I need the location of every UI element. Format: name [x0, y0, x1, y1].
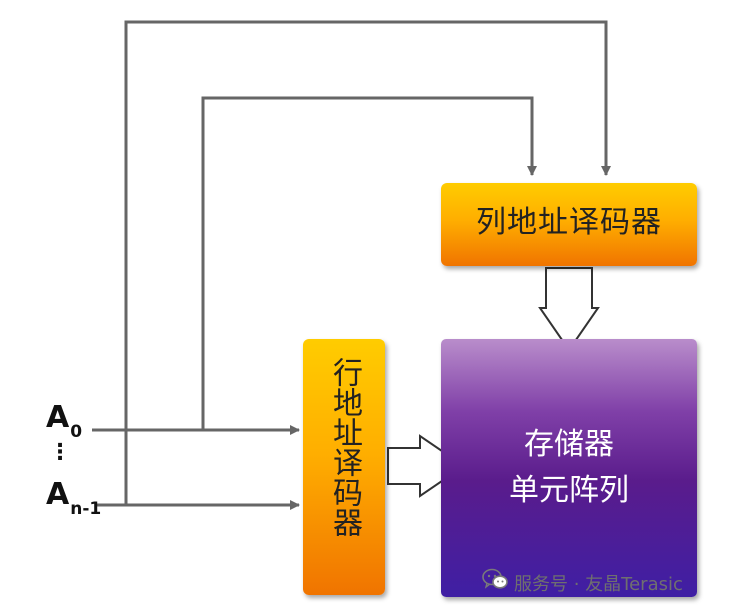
memory-array-label-line1: 存储器: [524, 427, 614, 462]
wire-outer-to-column-decoder: [124, 20, 611, 505]
address-an1-subscript: n-1: [70, 499, 102, 519]
wire-inner-to-column-decoder: [201, 96, 537, 430]
address-a0-subscript: 0: [70, 422, 83, 442]
address-ellipsis: ⋮: [49, 440, 71, 465]
address-an1-letter: A: [46, 477, 70, 512]
address-a0-letter: A: [46, 400, 70, 435]
memory-array-label-line2: 单元阵列: [509, 473, 629, 508]
column-decoder-label: 列地址译码器: [476, 205, 662, 240]
column-to-array-arrow: [538, 267, 600, 352]
row-decoder-label: 行地址译码器: [327, 357, 362, 537]
column-address-decoder: 列地址译码器: [441, 183, 697, 266]
address-input-a0: A0: [46, 400, 82, 442]
memory-cell-array: 存储器 单元阵列: [441, 339, 697, 597]
address-input-an-1: An-1: [46, 477, 101, 519]
watermark-text: 服务号 · 友晶Terasic: [514, 574, 683, 595]
wechat-icon: [482, 568, 508, 589]
row-address-decoder: 行地址译码器: [303, 339, 385, 595]
